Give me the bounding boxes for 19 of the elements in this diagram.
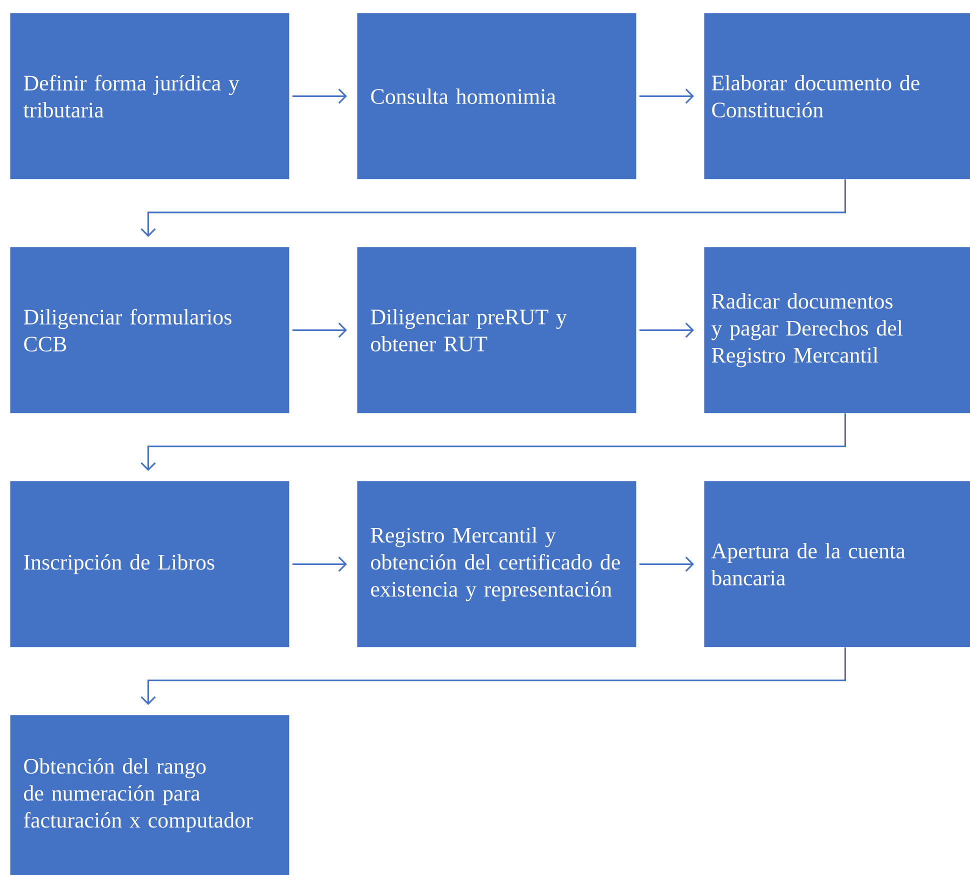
arrow: [140, 179, 846, 237]
process-box: Registro Mercantil y obtención del certificado de existencia y representación: [357, 481, 636, 648]
arrow: [292, 322, 347, 338]
process-box: Diligenciar formularios CCB: [10, 247, 290, 414]
process-box: Obtención del rango de numeración para facturación x computador: [10, 715, 290, 875]
process-box: Inscripción de Libros: [10, 481, 290, 648]
arrow: [639, 88, 694, 104]
arrow: [292, 556, 347, 572]
process-box: Radicar documentos y pagar Derechos del Registro Mercantil: [704, 247, 970, 414]
arrow: [639, 556, 694, 572]
process-box: Elaborar documento de Constitución: [704, 13, 970, 180]
process-box: Definir forma jurídica y tributaria: [10, 13, 290, 180]
process-box: Apertura de la cuenta bancaria: [704, 481, 970, 648]
arrow: [140, 647, 846, 705]
process-box: Diligenciar preRUT y obtener RUT: [357, 247, 636, 414]
process-box: Consulta homonimia: [357, 13, 636, 180]
arrow: [292, 88, 347, 104]
arrow: [639, 322, 694, 338]
arrow: [140, 413, 846, 471]
